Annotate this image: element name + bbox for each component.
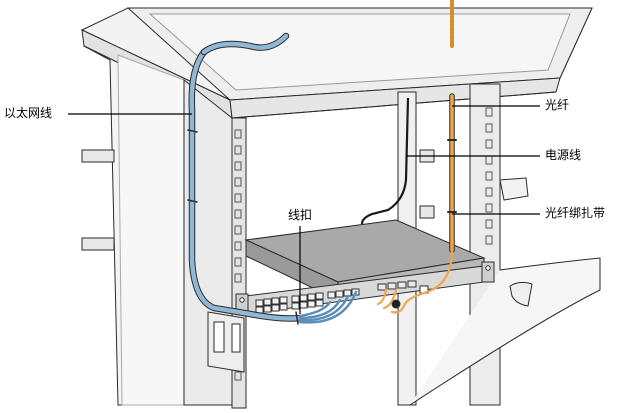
label-cable-tie: 线扣 [288, 208, 313, 222]
switch-device [235, 219, 495, 315]
label-fiber: 光纤 [545, 98, 570, 112]
fiber-optic-cable [376, 0, 457, 314]
left-mounting-rail [183, 78, 247, 409]
ethernet-cable [187, 32, 358, 325]
rack-top-cover [80, 7, 593, 119]
rack-right-door [409, 257, 601, 406]
label-power-cable: 电源线 [545, 148, 582, 162]
leader-lines [68, 105, 540, 314]
power-cable [360, 97, 410, 225]
label-ethernet: 以太网线 [4, 106, 53, 120]
label-fiber-tie: 光纤绑扎带 [545, 206, 606, 220]
